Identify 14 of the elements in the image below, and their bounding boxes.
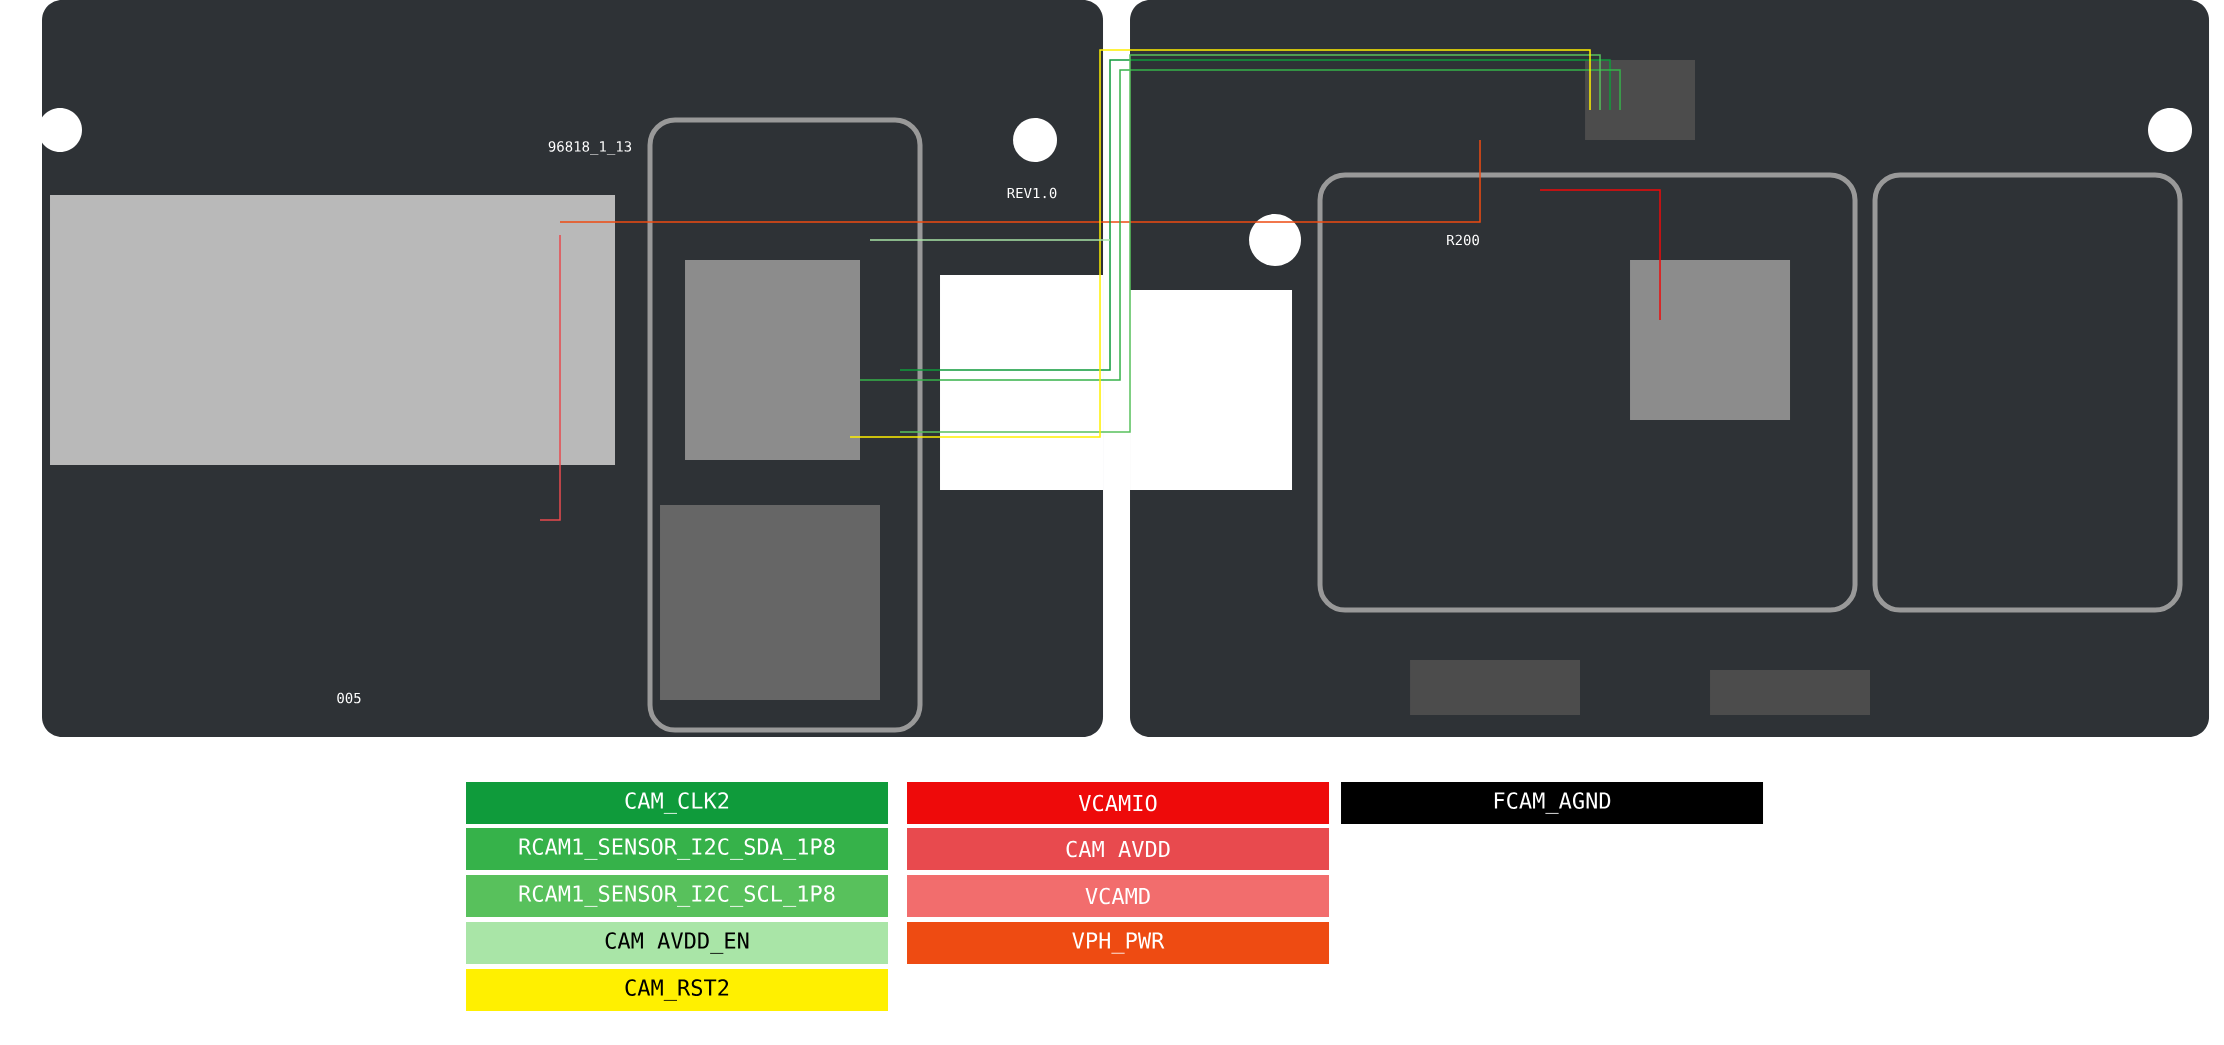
legend-item: RCAM1_SENSOR_I2C_SCL_1P8 (466, 875, 888, 917)
legend-item: FCAM_AGND (1341, 782, 1763, 824)
silkscreen-label: REV1.0 (1007, 187, 1057, 199)
legend-item: RCAM1_SENSOR_I2C_SDA_1P8 (466, 828, 888, 870)
legend-item: CAM_CLK2 (466, 782, 888, 824)
silkscreen-label: R200 (1447, 234, 1479, 246)
legend-item: VCAMD (907, 875, 1329, 917)
silkscreen-label: 005 (337, 692, 361, 704)
silkscreen-label: 96818_1_13 (548, 141, 632, 155)
legend-item: VPH_PWR (907, 922, 1329, 964)
legend-item: CAM AVDD (907, 828, 1329, 870)
legend-item: CAM_RST2 (466, 969, 888, 1011)
legend-item: CAM AVDD_EN (466, 922, 888, 964)
legend-item: VCAMIO (907, 782, 1329, 824)
